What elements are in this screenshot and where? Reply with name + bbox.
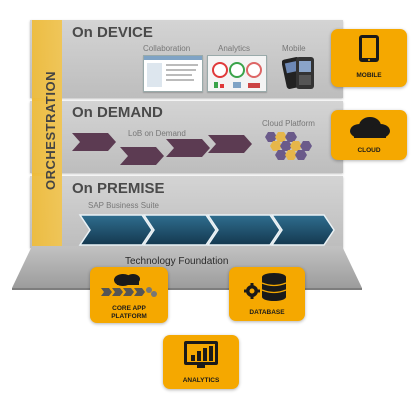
sap-business-suite-label: SAP Business Suite (88, 201, 160, 210)
analytics-tile[interactable]: ANALYTICS (163, 335, 239, 389)
orchestration-label-wrap: ORCHESTRATION (37, 40, 63, 220)
lob-chevrons (72, 133, 252, 165)
chevron-2 (120, 147, 164, 165)
chevron-1 (72, 133, 116, 151)
smartphone-image (281, 54, 318, 92)
cloud-platform-label: Cloud Platform (262, 119, 315, 128)
hexagon-cluster-icon (265, 132, 312, 160)
cloud-badge-label: CLOUD (357, 147, 381, 154)
core-app-label-line1: CORE APP (112, 305, 146, 312)
technology-foundation-platform (12, 246, 362, 290)
demand-title: On DEMAND (72, 104, 163, 121)
core-app-platform-tile[interactable]: CORE APP PLATFORM (90, 267, 168, 323)
database-label: DATABASE (249, 309, 285, 316)
suite-chevron-1 (78, 214, 153, 246)
collaboration-screenshot (143, 55, 203, 92)
bar-chart-icon (184, 341, 218, 368)
analytics-screenshot (207, 55, 267, 92)
cloud-icon (350, 117, 390, 138)
chevron-4 (208, 135, 252, 153)
device-title: On DEVICE (72, 24, 153, 41)
orchestration-stripe-overlay (32, 20, 62, 248)
suite-chevron-3 (206, 214, 281, 246)
gauge-icons (212, 62, 262, 88)
mobile-label: Mobile (282, 44, 306, 53)
collaboration-label: Collaboration (143, 44, 191, 53)
mobile-badge[interactable]: MOBILE (331, 29, 407, 87)
core-app-label-line2: PLATFORM (111, 313, 147, 320)
database-tile[interactable]: DATABASE (229, 267, 305, 321)
database-icon (244, 273, 287, 301)
mobile-badge-label: MOBILE (356, 72, 382, 79)
premise-title: On PREMISE (72, 180, 165, 197)
core-app-icon (101, 274, 157, 297)
suite-chevron-4 (270, 214, 335, 246)
suite-chevron-2 (142, 214, 217, 246)
lob-on-demand-label: LoB on Demand (128, 129, 186, 138)
tablet-icon (359, 35, 379, 62)
orchestration-label: ORCHESTRATION (42, 70, 58, 190)
business-suite-chevrons (78, 214, 335, 246)
technology-foundation-title: Technology Foundation (125, 256, 229, 267)
cloud-badge[interactable]: CLOUD (331, 110, 407, 160)
chevron-3 (166, 139, 210, 157)
analytics-label: Analytics (218, 44, 251, 53)
analytics-tile-label: ANALYTICS (182, 377, 220, 384)
